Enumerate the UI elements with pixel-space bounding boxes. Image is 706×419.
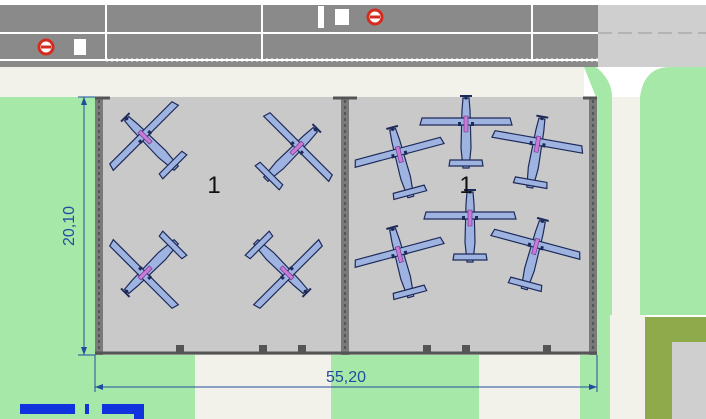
width-dimension: 55,20 [94,355,598,392]
bay-label-2: 1 [459,172,472,199]
no-entry-sign-left [37,38,86,56]
adjacent-building [645,317,706,419]
depth-dimension: 20,10 [61,96,95,356]
depth-dimension-label: 20,10 [61,206,78,246]
bay-label-1: 1 [207,172,220,199]
width-dimension-label: 55,20 [326,369,366,386]
no-entry-sign-top [318,6,384,28]
blue-marking [20,404,144,419]
road [0,5,706,97]
